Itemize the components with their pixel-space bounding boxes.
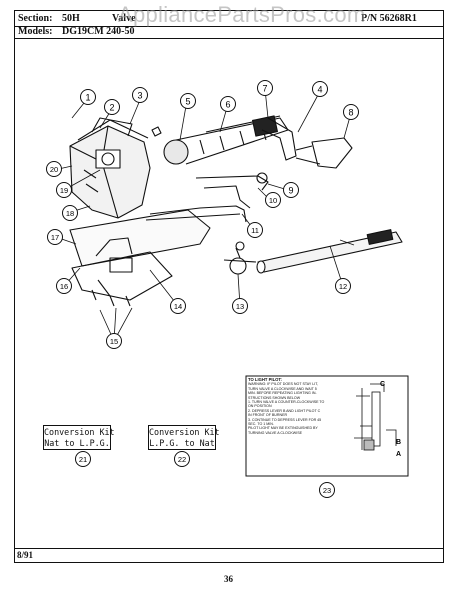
gas-pipe [256,229,403,274]
section-value: 50H [62,13,80,24]
part-number: P/N 56268R1 [361,13,417,24]
callout-22: 22 [174,451,190,467]
svg-text:1: 1 [85,93,90,103]
watermark: AppliancePartsPros.com [118,2,366,27]
page-number: 36 [224,574,233,584]
callout-19: 19 [56,182,72,198]
pilot-instructions-text: TO LIGHT PILOT: WARNING: IF PILOT DOES N… [248,377,360,476]
callout-6: 6 [220,96,236,112]
svg-text:5: 5 [185,97,190,107]
pilot-line: TURNING VALVE A CLOCKWISE [248,430,302,435]
models-label: Models: [18,26,53,37]
small-screw [151,126,162,137]
callout-3: 3 [132,87,148,103]
callout-10: 10 [265,192,281,208]
pilot-line: PILOT LIGHT MAY BE EXTINGUISHED BY [248,426,318,431]
burner-assembly [163,115,289,165]
pilot-illustration [354,383,397,451]
callout-21: 21 [75,451,91,467]
pilot-line: STRUCTIONS SHOWN BELOW [248,395,301,400]
callout-17: 17 [47,229,63,245]
svg-text:18: 18 [66,209,74,218]
kit-title: Conversion Kit [44,427,115,437]
svg-text:14: 14 [174,302,182,311]
kit-description: L.P.G. to Nat [149,438,215,448]
page-frame [14,10,444,563]
svg-text:2: 2 [109,103,114,113]
svg-text:4: 4 [317,85,322,95]
lower-bracket [71,251,173,301]
pilot-label-c: C [380,381,385,388]
callout-2: 2 [104,99,120,115]
pilot-label-a: A [396,451,401,458]
svg-text:8: 8 [348,108,353,118]
gas-valve-body [69,119,151,219]
callout-1: 1 [80,89,96,105]
footer-divider [14,548,444,549]
callout-11: 11 [247,222,263,238]
callout-14: 14 [170,298,186,314]
svg-text:15: 15 [110,337,118,346]
pilot-line: ON POSITION [248,404,272,409]
svg-text:21: 21 [79,455,87,464]
section-label: Section: [18,13,53,24]
callout-15: 15 [106,333,122,349]
revision-date: 8/91 [17,550,34,560]
pilot-line: 3. CONTINUE TO DEPRESS LEVER FOR 45 [248,417,322,422]
callout-9: 9 [283,182,299,198]
svg-text:11: 11 [251,226,259,235]
section-value-tail: Valve [112,13,136,24]
pilot-fitting [256,172,268,184]
thermocouple-line [149,205,247,223]
svg-text:19: 19 [60,186,68,195]
svg-text:13: 13 [236,302,244,311]
callout-8: 8 [343,104,359,120]
callout-12: 12 [335,278,351,294]
svg-text:6: 6 [225,100,230,110]
pilot-hood [311,137,353,169]
svg-text:12: 12 [339,282,347,291]
callout-23: 23 [319,482,335,498]
pilot-instructions-title: TO LIGHT PILOT: [248,377,282,382]
callout-4a: 4 [312,81,328,97]
svg-text:20: 20 [50,165,58,174]
conversion-kit-nat-to-lpg: Conversion Kit Nat to L.P.G. [43,425,115,450]
header-divider [14,26,444,27]
svg-text:16: 16 [60,282,68,291]
pilot-tubing [195,175,269,191]
svg-text:22: 22 [178,455,186,464]
pilot-line: IN FRONT OF BURNER [248,413,288,418]
models-value: DG19CM 240-50 [62,26,135,37]
mounting-plate [69,209,211,267]
kit-title: Conversion Kit [149,427,220,437]
conversion-kit-lpg-to-nat: Conversion Kit L.P.G. to Nat [148,425,220,450]
callout-18: 18 [62,205,78,221]
callout-20: 20 [46,161,62,177]
svg-text:23: 23 [323,486,331,495]
pilot-instruction-panel: C B A [245,375,409,477]
svg-text:7: 7 [262,84,267,94]
thermostat-housing [91,117,133,137]
models-divider [14,38,444,39]
callout-13: 13 [232,298,248,314]
pilot-line: 2. DEPRESS LEVER B AND LIGHT PILOT C [248,408,321,413]
svg-text:3: 3 [137,91,142,101]
pilot-line: WARNING: IF PILOT DOES NOT STAY LIT, [248,382,319,387]
pilot-label-b: B [396,439,401,446]
svg-text:17: 17 [51,233,59,242]
kit-description: Nat to L.P.G. [44,438,110,448]
callout-7: 7 [257,80,273,96]
callout-16: 16 [56,278,72,294]
pilot-line: MIN. BEFORE REPEATING LIGHTING IN- [248,391,317,396]
svg-text:10: 10 [269,196,277,205]
pilot-line: SEC. TO 1 MIN. [248,422,274,427]
pilot-line: TURN VALVE A CLOCKWISE AND WAIT 5 [248,386,317,391]
callout-5: 5 [180,93,196,109]
pilot-line: 1. TURN VALVE A COUNTER-CLOCKWISE TO [248,400,325,405]
mounting-bracket [261,117,297,161]
svg-text:9: 9 [288,186,293,196]
screws [91,289,131,307]
gas-cock [223,241,257,275]
